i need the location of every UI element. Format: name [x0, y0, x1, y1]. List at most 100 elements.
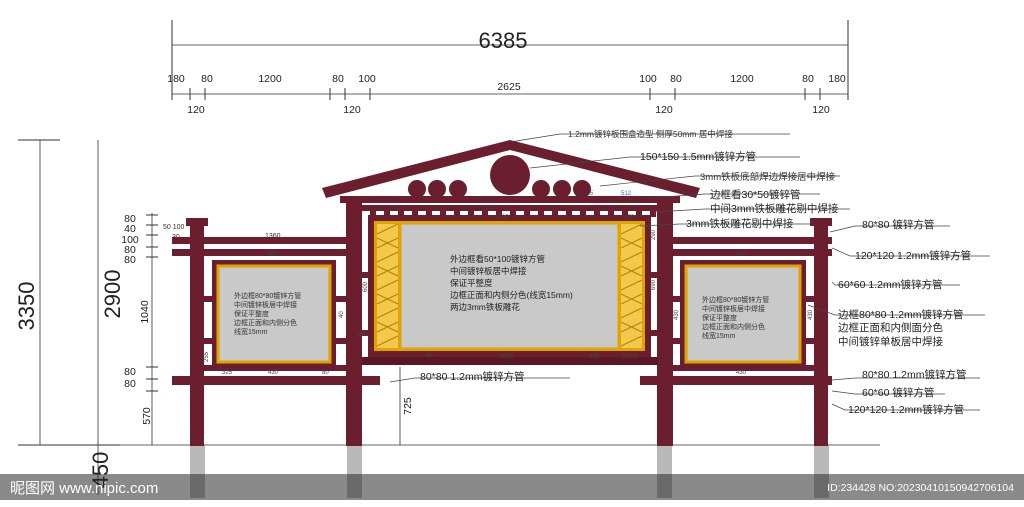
inner-290: 290 [651, 229, 657, 240]
top-dimensions: 6385 180 80 1200 80 100 100 80 1200 80 1… [167, 20, 849, 116]
callout-6: 3mm铁板雕花剔中焊接 [686, 217, 794, 230]
right-note-2: 中间镀锌板居中焊接 [702, 304, 765, 313]
dim-low-3: 120 [655, 104, 673, 116]
callout-13: 80*80 1.2mm镀锌方管 [862, 368, 966, 381]
inner-150: 150 [624, 215, 635, 221]
callout-1: 1.2mm镀锌板围盒造型 侧厚50mm 居中焊接 [568, 129, 733, 139]
dim-top-3: 1200 [258, 73, 282, 85]
left-lattice [376, 223, 399, 348]
callouts: 1.2mm镀锌板围盒造型 侧厚50mm 居中焊接 150*150 1.5mm镀锌… [420, 129, 971, 416]
dim-middle: 2625 [497, 81, 521, 93]
inner-left-430: 430 [268, 252, 279, 258]
center-note-3: 保证平整度 [450, 278, 493, 288]
dim-top-4: 80 [332, 73, 344, 85]
dim-low-2: 120 [343, 104, 361, 116]
dim-top-10: 180 [828, 73, 846, 85]
dim-total-width: 6385 [479, 28, 528, 53]
dim-top-8: 1200 [730, 73, 754, 85]
inner-690: 690 [651, 279, 657, 290]
inner-tag-512: 512 [621, 191, 632, 197]
dim-leg: 570 [141, 407, 153, 425]
inner-left-40: 40 [339, 311, 345, 318]
left-panel [216, 264, 332, 364]
dim-small-a: 50 100 [163, 224, 185, 231]
callout-7: 80*80 镀锌方管 [862, 218, 934, 231]
inner-100: 100 [357, 332, 368, 338]
left-note-2: 中间镀锌板居中焊接 [234, 300, 297, 309]
left-note-1: 外边框80*80镀锌方管 [234, 291, 301, 300]
callout-10: 边框80*80 1.2mm镀锌方管 [838, 308, 963, 321]
inner-center-top: 2825 [495, 215, 509, 221]
inner-left-80: 80 [322, 370, 329, 376]
dim-top-9: 80 [802, 73, 814, 85]
left-note-3: 保证平整度 [234, 309, 269, 318]
inner-3050: 3050 [500, 354, 514, 360]
left-panel-notes: 外边框80*80镀锌方管 中间镀锌板居中焊接 保证平整度 边框正面和内侧分色 线… [234, 291, 301, 336]
right-panel-notes: 外边框80*80镀锌方管 中间镀锌板居中焊接 保证平整度 边框正面和内侧分色 线… [702, 295, 769, 340]
dim-panel-height: 1040 [139, 300, 151, 324]
center-note-4: 边框正面和内侧分色(线宽15mm) [450, 290, 573, 300]
dim-top-5: 100 [358, 73, 376, 85]
callout-14: 60*60 镀锌方管 [862, 386, 934, 399]
callout-12: 中间镀锌单板居中焊接 [838, 335, 943, 348]
dim-top-2: 80 [201, 73, 213, 85]
right-note-4: 边框正面和内侧分色 [702, 322, 765, 331]
dim-top-1: 180 [167, 73, 185, 85]
callout-15: 120*120 1.2mm镀锌方管 [848, 403, 964, 416]
inner-dimensions: 2825 150 290 600 690 100 60 3050 285 312… [204, 191, 814, 445]
inner-725: 725 [402, 397, 414, 415]
right-lattice [620, 223, 643, 348]
callout-3: 3mm铁板底部焊边焊接居中焊接 [700, 171, 836, 183]
callout-8: 120*120 1.2mm镀锌方管 [855, 249, 971, 262]
dim-total-height: 3350 [14, 282, 39, 331]
dim-low-1: 120 [187, 104, 205, 116]
inner-right-430c: 430 [674, 309, 680, 320]
right-note-1: 外边框80*80镀锌方管 [702, 295, 769, 304]
inner-left-255: 255 [204, 351, 210, 362]
dim-stack-7: 80 [124, 378, 136, 390]
callout-5: 中间3mm铁板雕花剔中焊接 [710, 202, 839, 215]
watermark-left: 昵图网 www.nipic.com [10, 480, 158, 497]
left-note-4: 边框正面和内侧分色 [234, 318, 297, 327]
dim-stack-4: 80 [124, 244, 136, 256]
dim-stack-1: 80 [124, 213, 136, 225]
callout-2: 150*150 1.5mm镀锌方管 [640, 150, 756, 163]
callout-leaders [389, 133, 990, 411]
inner-right-430: 430 [736, 252, 747, 258]
center-panel [374, 221, 645, 351]
inner-right-430b: 430 [736, 370, 747, 376]
right-note-3: 保证平整度 [702, 313, 737, 322]
watermark: 昵图网 www.nipic.com ID:234428 NO:202304101… [0, 474, 1024, 500]
callout-11: 边框正面和内侧面分色 [838, 321, 943, 334]
inner-60: 60 [426, 353, 433, 359]
inner-285: 285 [589, 354, 600, 360]
dim-stack-6: 80 [124, 366, 136, 378]
dim-left-width: 1360 [265, 233, 281, 240]
inner-312: 312.5 [622, 354, 638, 360]
center-note-1: 外边框看50*100镀锌方管 [450, 254, 545, 264]
center-panel-notes: 外边框看50*100镀锌方管 中间镀锌板居中焊接 保证平整度 边框正面和内侧分色… [450, 254, 573, 312]
dim-stack-5: 80 [124, 254, 136, 266]
dim-stack-3: 100 [121, 234, 139, 246]
dim-stack-2: 40 [124, 223, 136, 235]
inner-right-430d: 430 [808, 309, 814, 320]
inner-left-325: 325 [222, 370, 233, 376]
dim-low-4: 120 [812, 104, 830, 116]
watermark-right: ID:234428 NO:20230410150942706104 [827, 482, 1014, 494]
right-panel [684, 264, 802, 364]
callout-4: 边框看30*50镀锌管 [710, 188, 800, 201]
dim-upper-height: 2900 [100, 270, 125, 319]
left-dimensions: 3350 2900 450 80 40 100 80 80 1040 80 80… [14, 139, 281, 495]
inner-left-430b: 430 [268, 370, 279, 376]
left-note-5: 线宽15mm [234, 327, 268, 336]
right-note-5: 线宽15mm [702, 331, 736, 340]
dim-top-6: 100 [639, 73, 657, 85]
callout-bottom: 80*80 1.2mm镀锌方管 [420, 370, 524, 383]
center-note-5: 两边3mm铁板雕花 [450, 302, 520, 312]
center-note-2: 中间镀锌板居中焊接 [450, 266, 527, 276]
dim-top-7: 80 [670, 73, 682, 85]
callout-9: 60*60 1.2mm镀锌方管 [838, 278, 942, 291]
inner-tag-a: 5 [590, 191, 594, 197]
inner-600: 600 [363, 281, 369, 292]
